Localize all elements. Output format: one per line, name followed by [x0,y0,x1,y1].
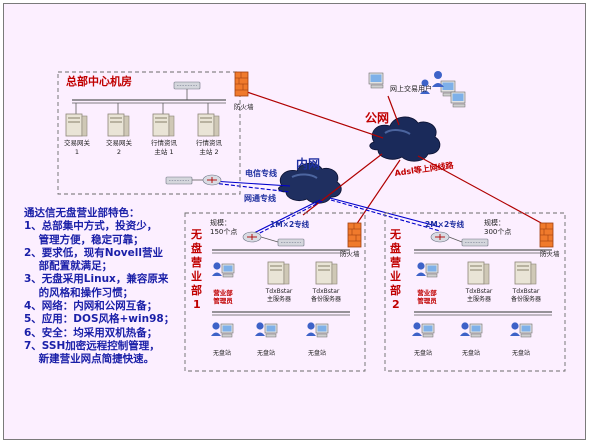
branch2-switch [461,238,489,247]
feature-line: 新建营业网点简捷快速。 [24,353,155,366]
diagram-frame [3,3,586,440]
svg-text:部: 部 [191,283,202,297]
feature-line: 6、安全：均采用双机热备； [24,326,158,339]
svg-text:营业部: 营业部 [417,288,437,297]
svg-text:无盘站: 无盘站 [462,349,480,357]
feature-list: 通达信无盘营业部特色： 1、总部集中方式，投资少， 管理方便，稳定可靠； 2、要… [24,207,194,367]
intranet-cloud [278,162,342,204]
branch1-scale-1: 规模： [210,218,231,227]
branch1-box [184,212,366,372]
branch1-scale-2: 150个点 [210,228,237,236]
svg-text:主服务器: 主服务器 [267,295,291,303]
feature-line: 1、总部集中方式，投资少， [24,220,158,233]
svg-text:无盘站: 无盘站 [512,349,530,357]
branch2-scale-1: 规模： [484,218,505,227]
svg-text:防火墙: 防火墙 [234,102,254,111]
feature-line: 3、无盘采用Linux，兼容原来 [24,273,169,286]
public-net-label: 公网 [365,111,389,125]
branch1-workstations: 无盘站 无盘站 无盘站 [210,321,329,357]
telecom-line-label: 电信专线 [245,168,277,178]
svg-text:交易网关: 交易网关 [64,138,91,147]
hq-server-3: 行情资讯 主站 1 [151,103,178,156]
svg-text:业: 业 [390,269,401,283]
svg-text:无盘站: 无盘站 [213,349,231,357]
feature-line: 的风格和操作习惯； [24,286,134,299]
svg-text:无盘站: 无盘站 [414,349,432,357]
svg-text:1: 1 [193,298,201,311]
svg-text:无: 无 [389,228,401,241]
branch2-backup-server: TdxBstar 备份服务器 [511,261,541,303]
branch1-admin: 营业部 管理员 [211,261,235,305]
feature-line: 7、SSH加密远程控制管理， [24,339,160,352]
branch2-main-server: TdxBstar 主服务器 [465,261,493,303]
svg-text:防火墙: 防火墙 [540,249,560,258]
branch2-scale-2: 300个点 [484,228,511,236]
hq-server-4: 行情资讯 主站 2 [196,103,223,156]
svg-text:主服务器: 主服务器 [467,295,491,303]
svg-text:2: 2 [392,298,400,311]
svg-text:管理员: 管理员 [417,296,437,305]
svg-text:防火墙: 防火墙 [340,249,360,258]
branch1-switch [277,238,305,247]
hq-server-2: 交易网关 2 [106,103,133,156]
svg-text:1: 1 [75,148,79,156]
svg-text:无盘站: 无盘站 [308,349,326,357]
svg-text:行情资讯: 行情资讯 [196,138,223,147]
svg-text:2: 2 [117,148,121,156]
svg-text:TdxBstar: TdxBstar [465,288,493,295]
svg-text:行情资讯: 行情资讯 [151,138,178,147]
hq-bottom-switch [165,176,193,185]
branch2-router [430,231,450,243]
svg-text:网上交易用户: 网上交易用户 [390,84,432,93]
feature-line: 5、应用：DOS风格+win98； [24,313,175,326]
branch2-workstations: 无盘站 无盘站 无盘站 [411,321,533,357]
feature-line: 4、网络：内网和公网互备； [24,300,158,313]
hq-room-box [57,71,241,195]
branch2-line-label: 2M×2专线 [425,219,465,229]
feature-line: 管理方便，稳定可靠； [24,233,144,246]
branch1-side-label: 无 盘 营 业 部 1 [190,228,202,311]
svg-text:营业部: 营业部 [213,288,233,297]
branch1-backup-server: TdxBstar 备份服务器 [311,261,341,303]
hq-router [202,174,222,186]
branch2-firewall: 防火墙 [539,222,560,258]
svg-text:主站 2: 主站 2 [199,147,218,156]
adsl-label: Adsl等上网线路 [394,160,455,178]
branch1-main-server: TdxBstar 主服务器 [265,261,293,303]
branch1-firewall: 防火墙 [340,222,362,258]
svg-text:备份服务器: 备份服务器 [511,295,541,303]
feature-title: 通达信无盘营业部特色： [24,207,140,219]
svg-text:无: 无 [190,228,202,241]
branch1-router [242,231,262,243]
svg-text:主站 1: 主站 1 [154,147,173,156]
svg-text:TdxBstar: TdxBstar [512,288,540,295]
public-cloud [369,116,441,162]
branch2-side-label: 无 盘 营 业 部 2 [389,228,401,311]
svg-text:盘: 盘 [191,241,202,255]
svg-text:无盘站: 无盘站 [257,349,275,357]
svg-text:备份服务器: 备份服务器 [311,295,341,303]
svg-text:营: 营 [390,255,401,269]
svg-text:交易网关: 交易网关 [106,138,133,147]
hq-server-1: 交易网关 1 [64,103,91,156]
hq-title: 总部中心机房 [66,74,132,88]
branch2-admin: 营业部 管理员 [415,261,439,305]
hq-firewall: 防火墙 [234,71,254,111]
branch2-box [384,212,566,372]
svg-text:营: 营 [191,255,202,269]
svg-text:盘: 盘 [390,241,401,255]
intranet-label: 内网 [296,156,320,171]
feature-line: 部配置就满足； [24,260,113,273]
netcom-line-label: 网通专线 [244,193,276,203]
svg-text:TdxBstar: TdxBstar [265,288,293,295]
online-users: 网上交易用户 [368,71,466,108]
svg-text:管理员: 管理员 [213,296,233,305]
feature-line: 2、要求低，现有Novell营业 [24,246,163,259]
svg-text:部: 部 [390,283,401,297]
svg-text:业: 业 [191,269,202,283]
svg-text:TdxBstar: TdxBstar [312,288,340,295]
branch1-line-label: 1M×2专线 [270,219,310,229]
